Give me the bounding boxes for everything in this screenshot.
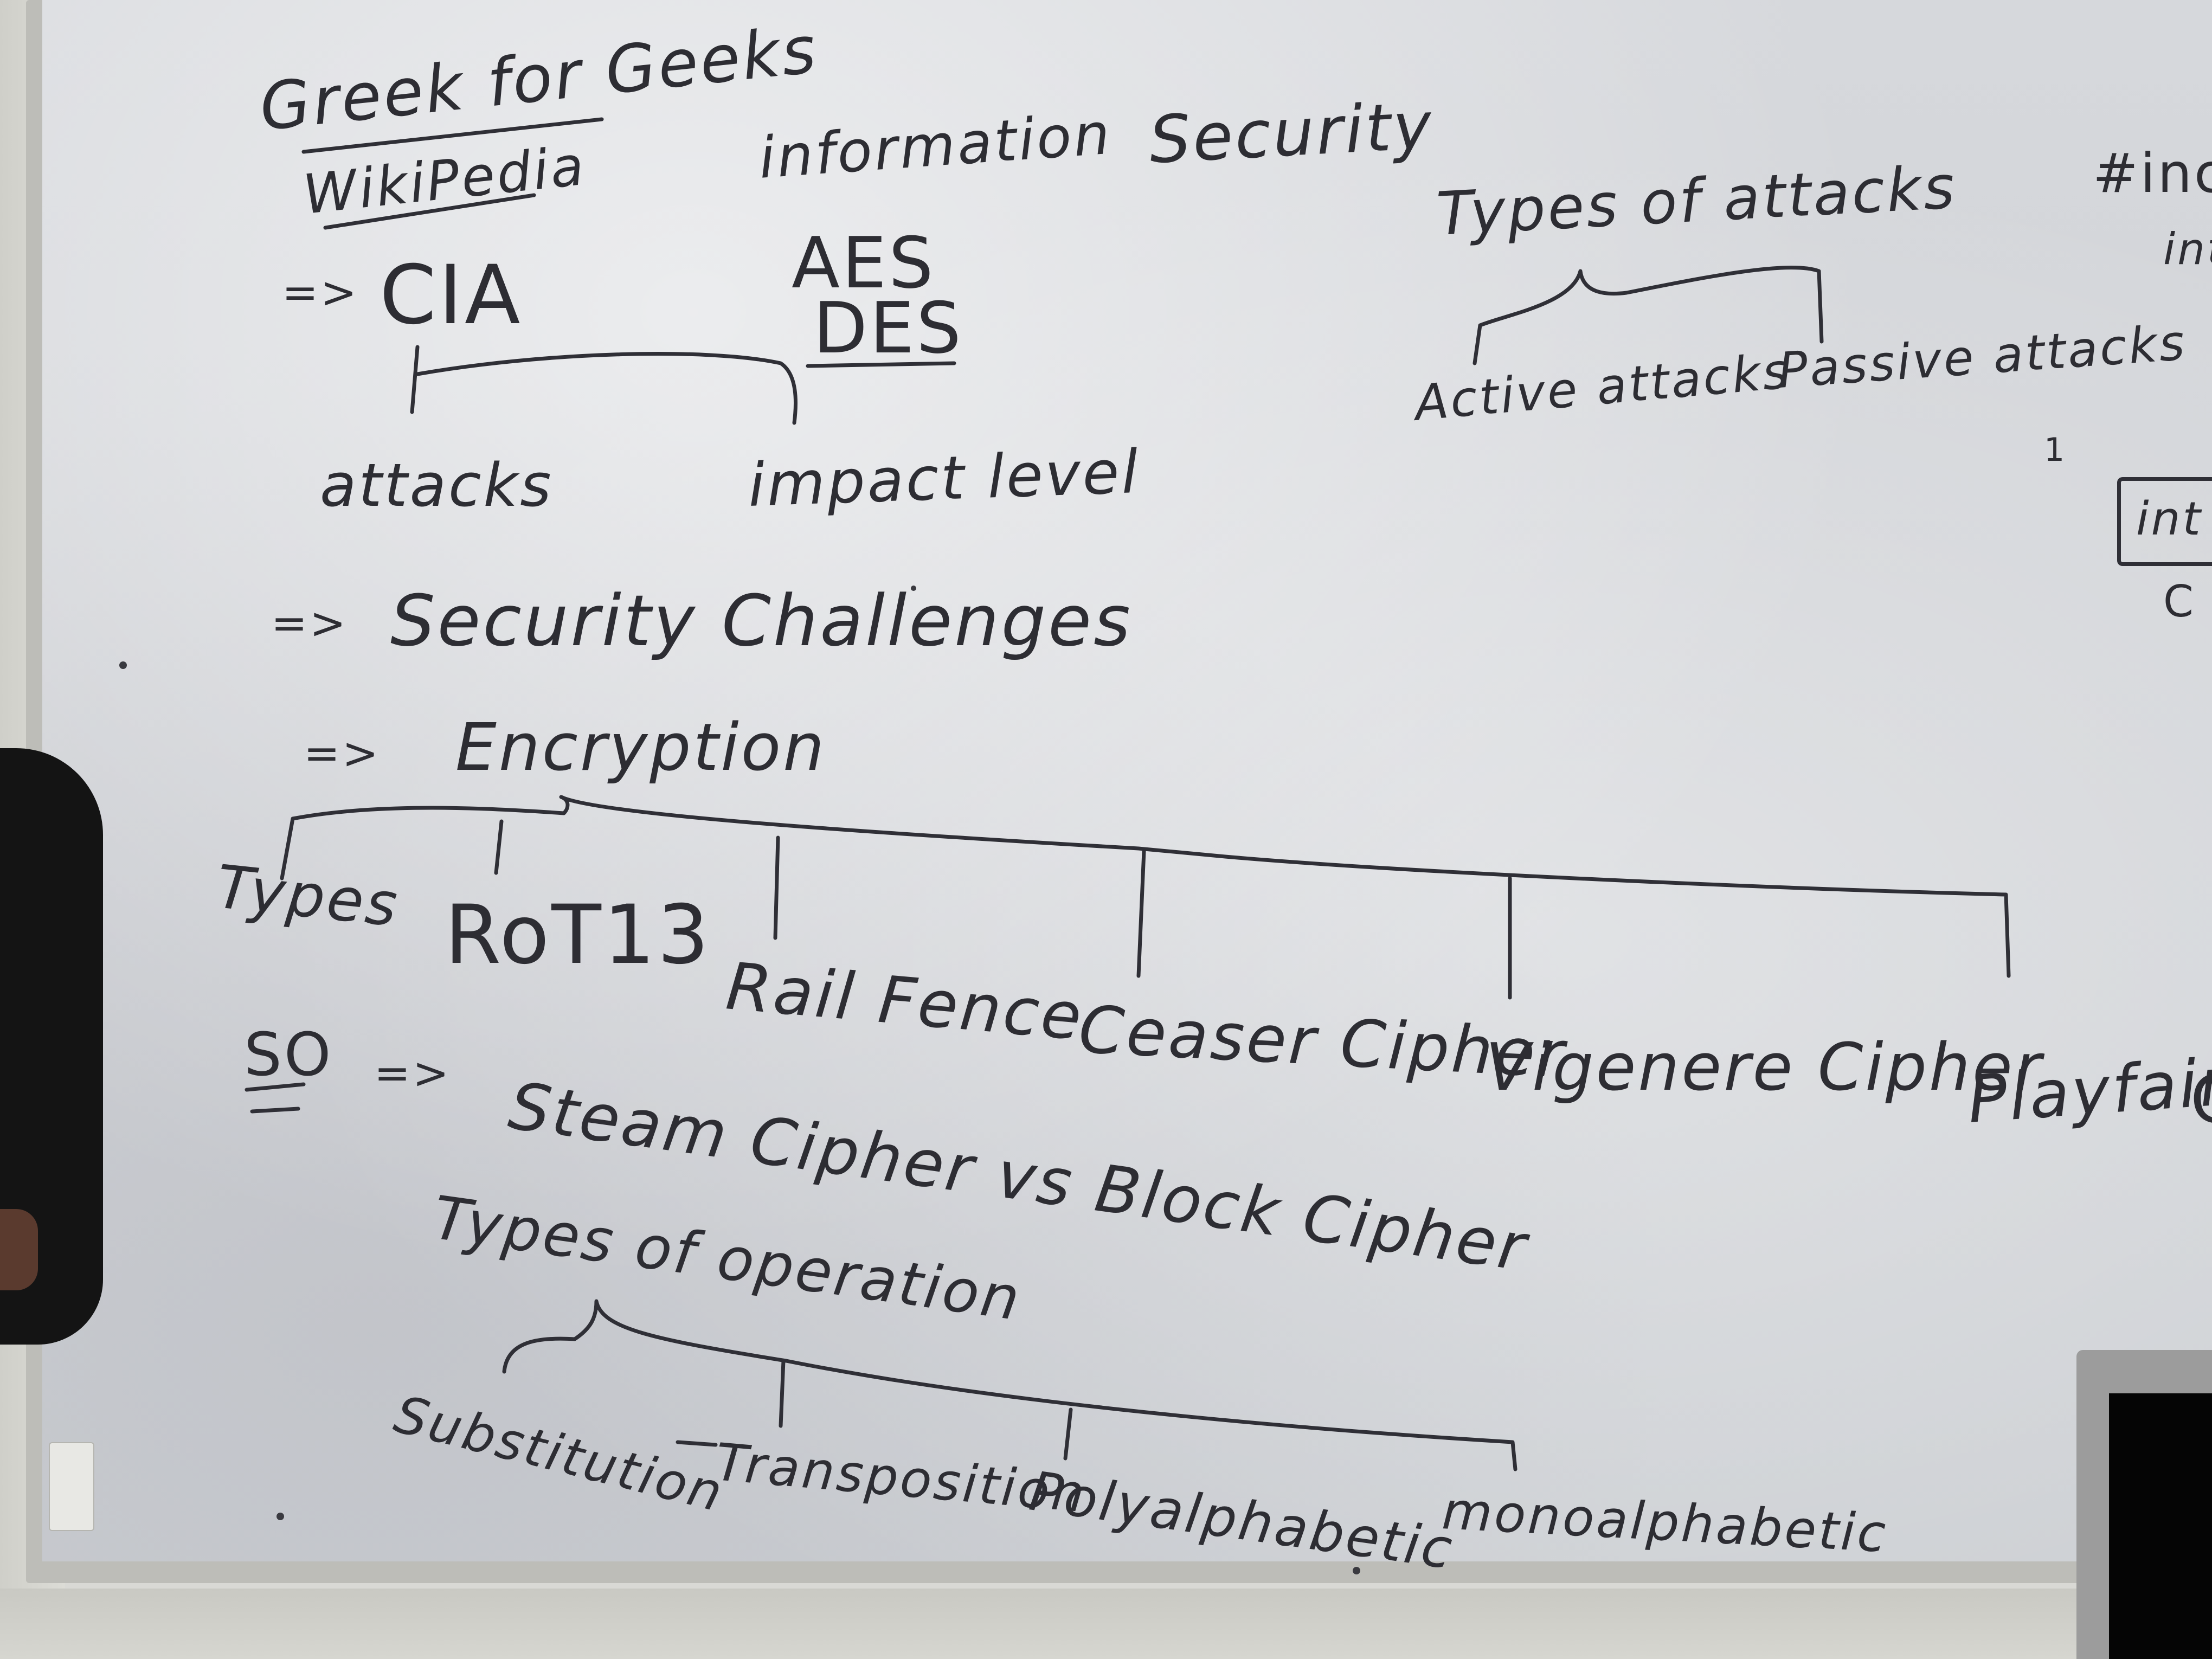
underline-greek-for-geeks bbox=[301, 117, 604, 154]
text-types: Types bbox=[213, 852, 403, 940]
text-cia: CIA bbox=[380, 248, 523, 343]
bracket-types-of-attacks bbox=[1472, 266, 1824, 365]
arrow-so: => bbox=[374, 1048, 452, 1098]
text-right-edge-int: int bbox=[2163, 224, 2212, 274]
text-impact-level: impact level bbox=[747, 436, 1141, 520]
text-security-challenges: Security Challenges bbox=[390, 580, 1133, 662]
monitor-screen bbox=[2109, 1393, 2212, 1659]
text-vigenere-cipher: Vigenere Cipher bbox=[1486, 1030, 2044, 1105]
text-attacks: attacks bbox=[320, 451, 554, 520]
text-playfair: Playfair bbox=[1965, 1044, 2212, 1138]
bracket-cia bbox=[410, 345, 798, 425]
dot-4 bbox=[911, 586, 916, 591]
dot-2 bbox=[276, 1513, 284, 1520]
person-hand bbox=[0, 1209, 38, 1290]
bracket-types-of-operation bbox=[502, 1299, 1517, 1471]
text-playfair-cipher-cut: C bbox=[2190, 1068, 2212, 1133]
wall-bottom bbox=[0, 1589, 2212, 1659]
dot-1 bbox=[119, 661, 127, 669]
right-edge-box bbox=[2117, 477, 2212, 566]
text-right-edge-include: #inc bbox=[2093, 142, 2212, 205]
text-security: Security bbox=[1147, 88, 1436, 178]
text-aes: AES bbox=[792, 222, 936, 304]
underline-des bbox=[806, 361, 956, 368]
arrow-cia: => bbox=[282, 267, 359, 318]
arrow-security-challenges: => bbox=[271, 598, 349, 648]
dot-3 bbox=[1353, 1567, 1360, 1574]
arrow-encryption: => bbox=[304, 728, 381, 779]
marker-holder bbox=[49, 1442, 94, 1531]
text-right-edge-box-int: int bbox=[2136, 492, 2203, 546]
text-rot13: RoT13 bbox=[445, 888, 711, 982]
branch-rail-fence bbox=[773, 835, 780, 940]
text-des: DES bbox=[813, 287, 963, 369]
branch-transposition bbox=[779, 1359, 786, 1428]
text-right-edge-c: C bbox=[2163, 576, 2196, 627]
text-encryption: Encryption bbox=[455, 710, 827, 786]
whiteboard bbox=[42, 0, 2212, 1561]
branch-rot13 bbox=[494, 819, 504, 875]
branch-polyalphabetic bbox=[1063, 1407, 1073, 1461]
underline-wikipedia bbox=[323, 193, 536, 230]
branch-caesar bbox=[1136, 849, 1146, 978]
dash-transposition bbox=[676, 1440, 718, 1447]
bracket-encryption-types bbox=[280, 795, 2011, 978]
text-so: SO bbox=[244, 1020, 333, 1089]
underline-so bbox=[245, 1082, 306, 1114]
text-right-edge-mark: 1 bbox=[2044, 431, 2067, 469]
